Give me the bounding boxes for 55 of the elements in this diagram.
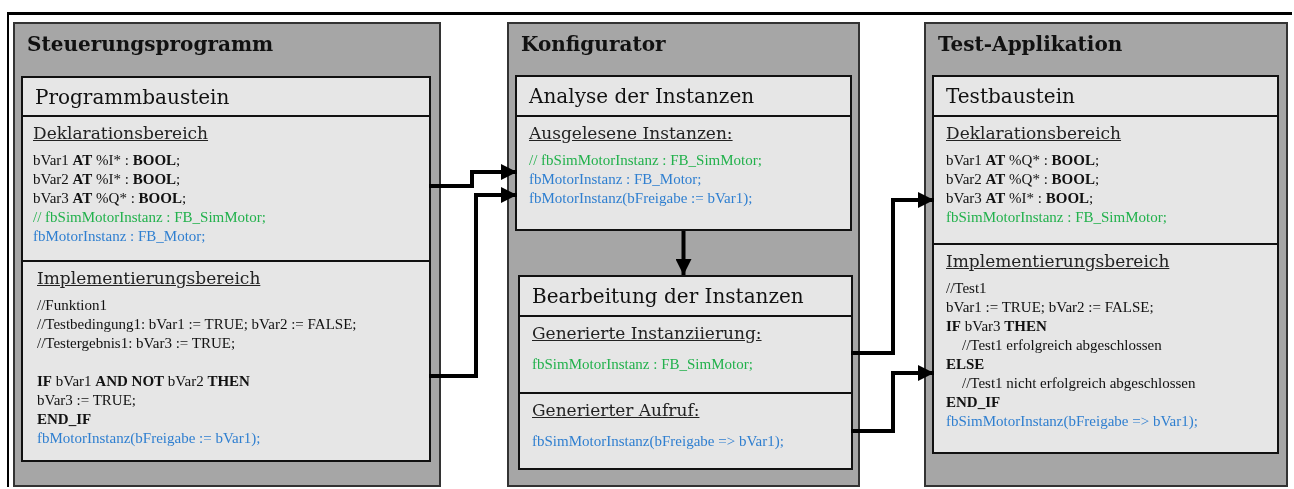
arrow [851, 365, 934, 433]
code-line: bVar3 := TRUE; [37, 391, 136, 410]
code-line: fbSimMotorInstanz(bFreigabe => bVar1); [532, 432, 784, 451]
code-line: bVar1 AT %I* : BOOL; [33, 151, 181, 170]
section-heading: Ausgelesene Instanzen: [529, 123, 733, 143]
code-line: IF bVar1 AND NOT bVar2 THEN [37, 372, 250, 391]
code-line: END_IF [37, 410, 92, 429]
code-line: fbMotorInstanz(bFreigabe := bVar1); [529, 189, 753, 208]
panel-title: Test-Applikation [938, 32, 1123, 56]
block-panel [515, 75, 852, 231]
arrow [851, 192, 934, 355]
code-line: fbSimMotorInstanz : FB_SimMotor; [532, 355, 753, 374]
section-heading: Implementierungsbereich [37, 268, 261, 288]
arrow [429, 164, 517, 188]
code-line: ELSE [946, 355, 985, 374]
code-line: //Test1 nicht erfolgreich abgeschlossen [962, 374, 1196, 393]
block-panel [932, 75, 1279, 454]
code-line: //Testergebnis1: bVar3 := TRUE; [37, 334, 236, 353]
code-line: bVar1 := TRUE; bVar2 := FALSE; [946, 298, 1154, 317]
code-line: fbSimMotorInstanz(bFreigabe => bVar1); [946, 412, 1198, 431]
code-line: bVar2 AT %I* : BOOL; [33, 170, 181, 189]
section-heading: Deklarationsbereich [33, 123, 209, 143]
arrow [429, 187, 517, 378]
section-heading: Generierter Aufruf: [532, 400, 700, 420]
code-line: //Test1 [946, 279, 987, 298]
block-panel [518, 275, 853, 470]
code-line: END_IF [946, 393, 1001, 412]
code-line: fbMotorInstanz : FB_Motor; [529, 170, 702, 189]
section-heading: Deklarationsbereich [946, 123, 1122, 143]
section-heading: Implementierungsbereich [946, 251, 1170, 271]
block-title: Analyse der Instanzen [529, 84, 755, 108]
code-line: bVar2 AT %Q* : BOOL; [946, 170, 1100, 189]
block-panel [21, 76, 431, 462]
arrow [675, 231, 692, 275]
block-title: Testbaustein [946, 84, 1075, 108]
code-line: fbMotorInstanz(bFreigabe := bVar1); [37, 429, 261, 448]
block-title: Bearbeitung der Instanzen [532, 284, 804, 308]
code-line: //Testbedingung1: bVar1 := TRUE; bVar2 := FALSE; [37, 315, 357, 334]
code-line: // fbSimMotorInstanz : FB_SimMotor; [33, 208, 266, 227]
section-heading: Generierte Instanziierung: [532, 323, 762, 343]
code-line: bVar3 AT %Q* : BOOL; [33, 189, 187, 208]
block-title: Programmbaustein [35, 85, 230, 109]
code-line: fbSimMotorInstanz : FB_SimMotor; [946, 208, 1167, 227]
code-line: bVar1 AT %Q* : BOOL; [946, 151, 1100, 170]
code-line: fbMotorInstanz : FB_Motor; [33, 227, 206, 246]
panel-title: Steuerungsprogramm [27, 32, 274, 56]
code-line: //Test1 erfolgreich abgeschlossen [962, 336, 1162, 355]
component-panel [924, 22, 1288, 487]
code-line: IF bVar3 THEN [946, 317, 1047, 336]
code-line: //Funktion1 [37, 296, 107, 315]
panel-title: Konfigurator [521, 32, 666, 56]
component-panel [507, 22, 860, 487]
code-line: // fbSimMotorInstanz : FB_SimMotor; [529, 151, 762, 170]
code-line: bVar3 AT %I* : BOOL; [946, 189, 1094, 208]
component-panel [13, 22, 441, 487]
